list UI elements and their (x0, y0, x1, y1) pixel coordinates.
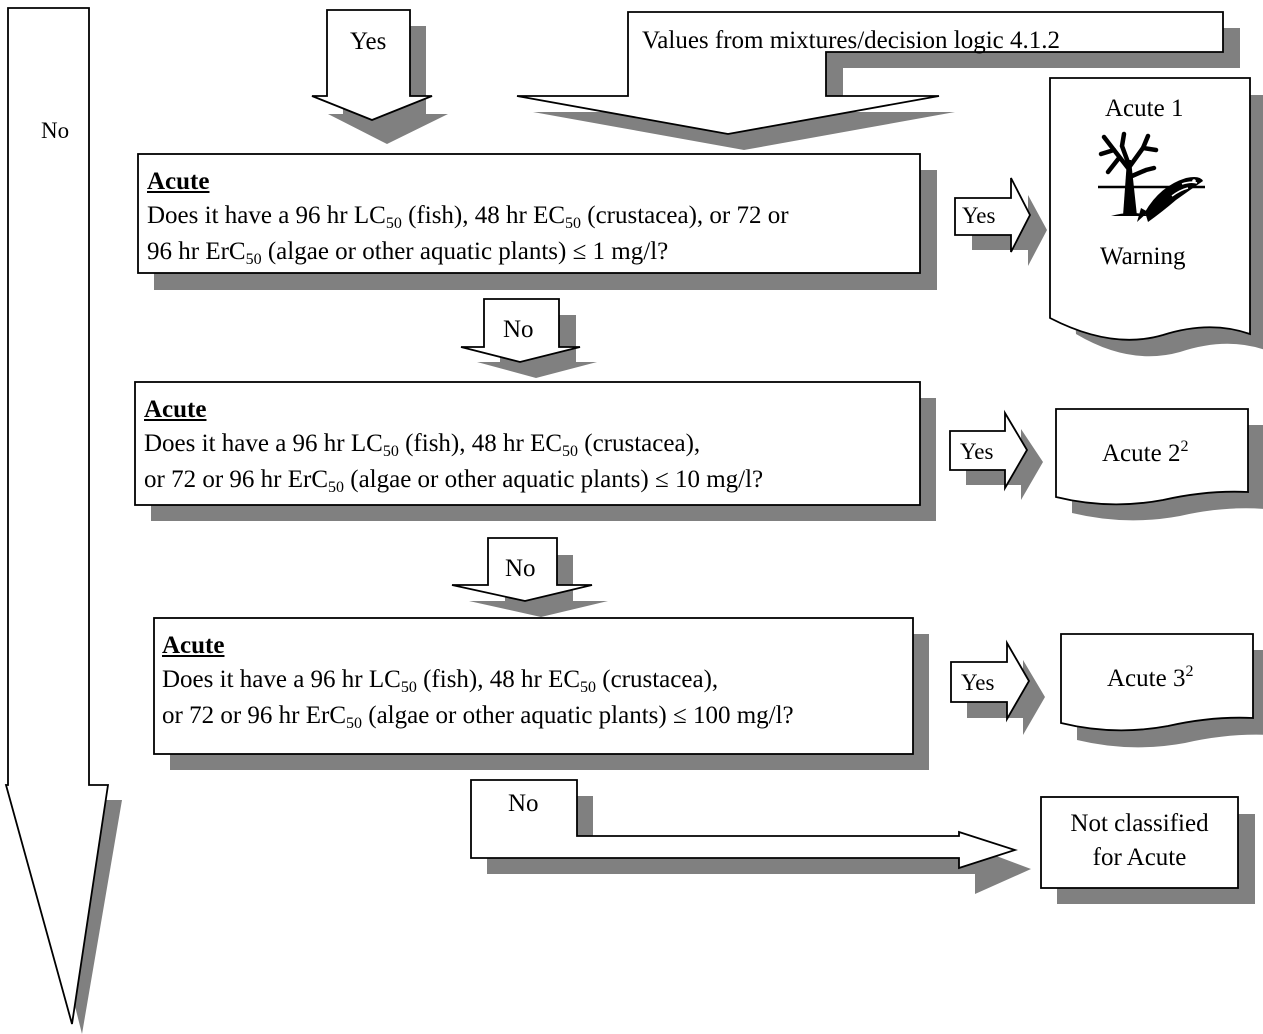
no-arrow-1 (460, 298, 581, 363)
question-box-2 (134, 381, 921, 506)
no-label-3: No (508, 790, 539, 817)
question-1-line-2: 96 hr ErC50 (algae or other aquatic plan… (147, 238, 669, 268)
yes-label-3: Yes (961, 670, 995, 695)
left-no-label: No (41, 118, 70, 143)
question-1-heading: Acute (147, 168, 210, 195)
question-3-heading: Acute (162, 632, 225, 659)
question-box-3 (153, 617, 914, 755)
shapes (4, 7, 1254, 1025)
no-label-2: No (505, 555, 536, 582)
question-3-line-2: or 72 or 96 hr ErC50 (algae or other aqu… (162, 702, 794, 732)
no-arrow-2 (451, 537, 593, 602)
yes-label-1: Yes (962, 203, 996, 228)
top-yes-label: Yes (350, 28, 387, 55)
not-classified-box (1040, 796, 1239, 889)
acute2-label: Acute 22 (1102, 438, 1189, 467)
acute1-signal-word: Warning (1100, 243, 1186, 270)
question-2-line-1: Does it have a 96 hr LC50 (fish), 48 hr … (144, 430, 701, 460)
question-box-1 (137, 153, 921, 274)
not-classified-line-1: Not classified (1070, 810, 1209, 837)
yes-arrow-3 (950, 639, 1031, 723)
question-2-heading: Acute (144, 396, 207, 423)
yes-arrow-2 (949, 409, 1029, 492)
mixtures-source-label: Values from mixtures/decision logic 4.1.… (642, 27, 1060, 54)
environment-pictogram-icon (1098, 131, 1205, 222)
acute2-label-shape (1055, 408, 1249, 506)
question-3-line-1: Does it have a 96 hr LC50 (fish), 48 hr … (162, 666, 719, 696)
mixtures-arrow (516, 11, 1224, 135)
acute1-title: Acute 1 (1105, 95, 1184, 122)
not-classified-line-2: for Acute (1092, 844, 1187, 871)
question-2-line-2: or 72 or 96 hr ErC50 (algae or other aqu… (144, 466, 764, 496)
yes-label-2: Yes (960, 439, 994, 464)
left-no-arrow (4, 7, 110, 1025)
no-label-1: No (503, 316, 534, 343)
yes-arrow-1 (954, 177, 1032, 253)
question-1-line-1: Does it have a 96 hr LC50 (fish), 48 hr … (147, 202, 789, 232)
top-yes-arrow (311, 9, 433, 121)
acute3-label: Acute 32 (1107, 663, 1194, 692)
bottom-no-arrow (470, 779, 1018, 870)
acute3-label-shape (1060, 633, 1254, 732)
